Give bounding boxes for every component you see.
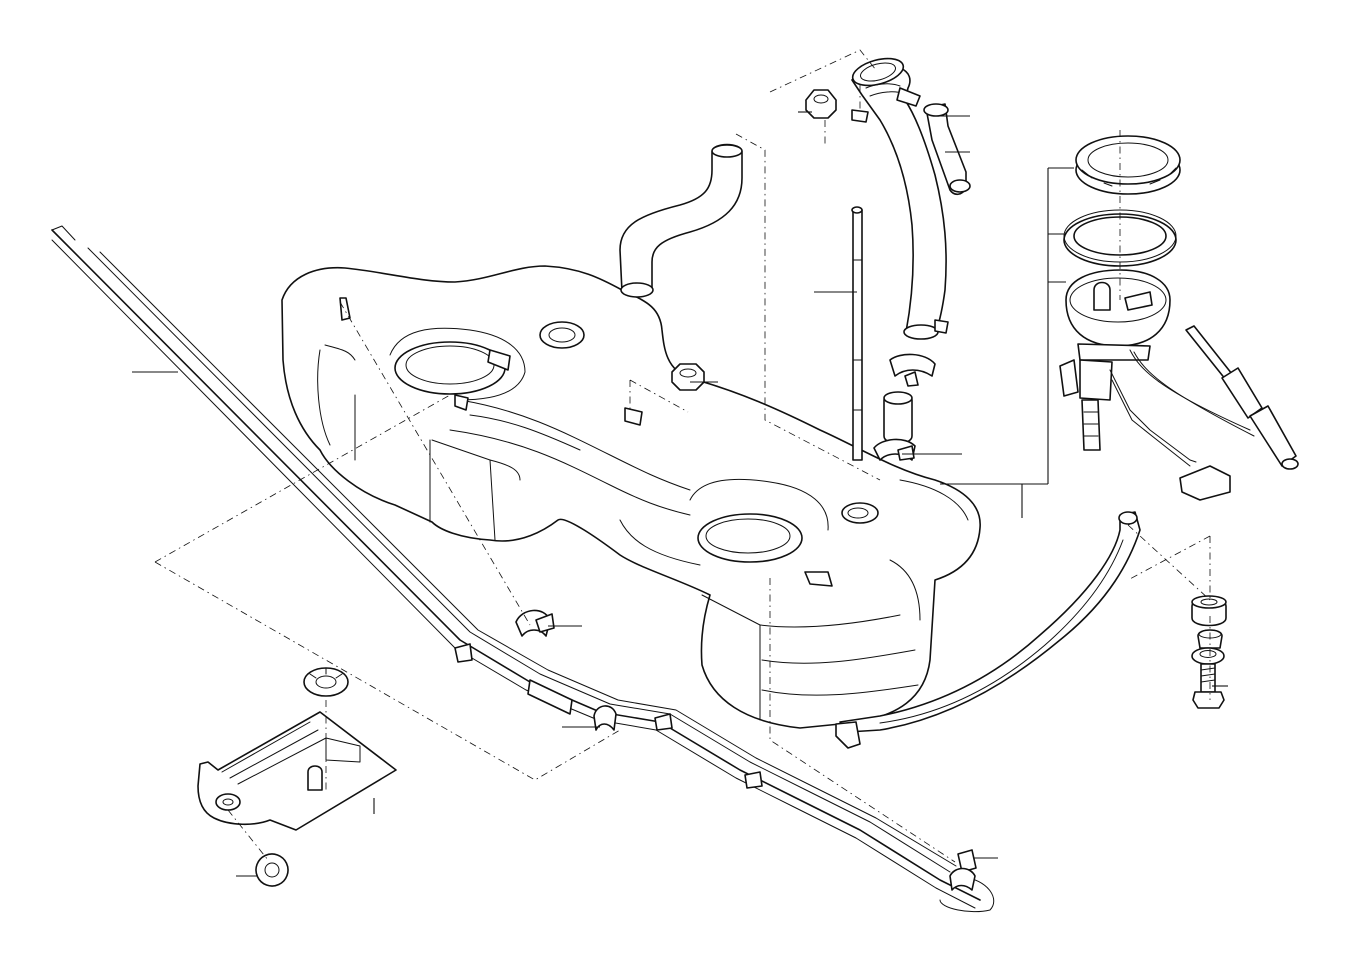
connector-icon: [1185, 325, 1299, 470]
guide-lines: [154, 49, 1211, 863]
clip-icon: [949, 849, 977, 891]
clip-icon: [454, 643, 763, 789]
rubber-mount-icon: [1191, 595, 1227, 627]
hex-nut-icon: [805, 89, 837, 119]
fuel-tank-icon: [281, 265, 981, 729]
clip-icon: [515, 609, 555, 637]
tank-strap-icon: [835, 511, 1141, 749]
bolt-icon: [1192, 663, 1225, 709]
washer-icon: [1191, 647, 1225, 665]
clip-icon: [593, 705, 617, 731]
hose-icon: [883, 391, 913, 445]
lock-ring-icon: [1075, 135, 1181, 195]
pipe-icon: [851, 206, 863, 461]
speed-nut-icon: [303, 667, 349, 697]
fuel-pump-icon: [1059, 269, 1255, 467]
hose-clamp-icon: [889, 353, 936, 387]
fuel-pump-icon: [1179, 465, 1231, 501]
leader-lines: [132, 111, 1228, 877]
heat-shield-icon: [197, 711, 397, 831]
hex-nut-icon: [671, 363, 705, 391]
hose-clamp-icon: [873, 438, 916, 461]
speed-nut-icon: [255, 853, 289, 887]
filler-neck-icon: [851, 57, 949, 340]
filler-vent-hose-icon: [923, 103, 971, 196]
hose-icon: [619, 143, 743, 298]
